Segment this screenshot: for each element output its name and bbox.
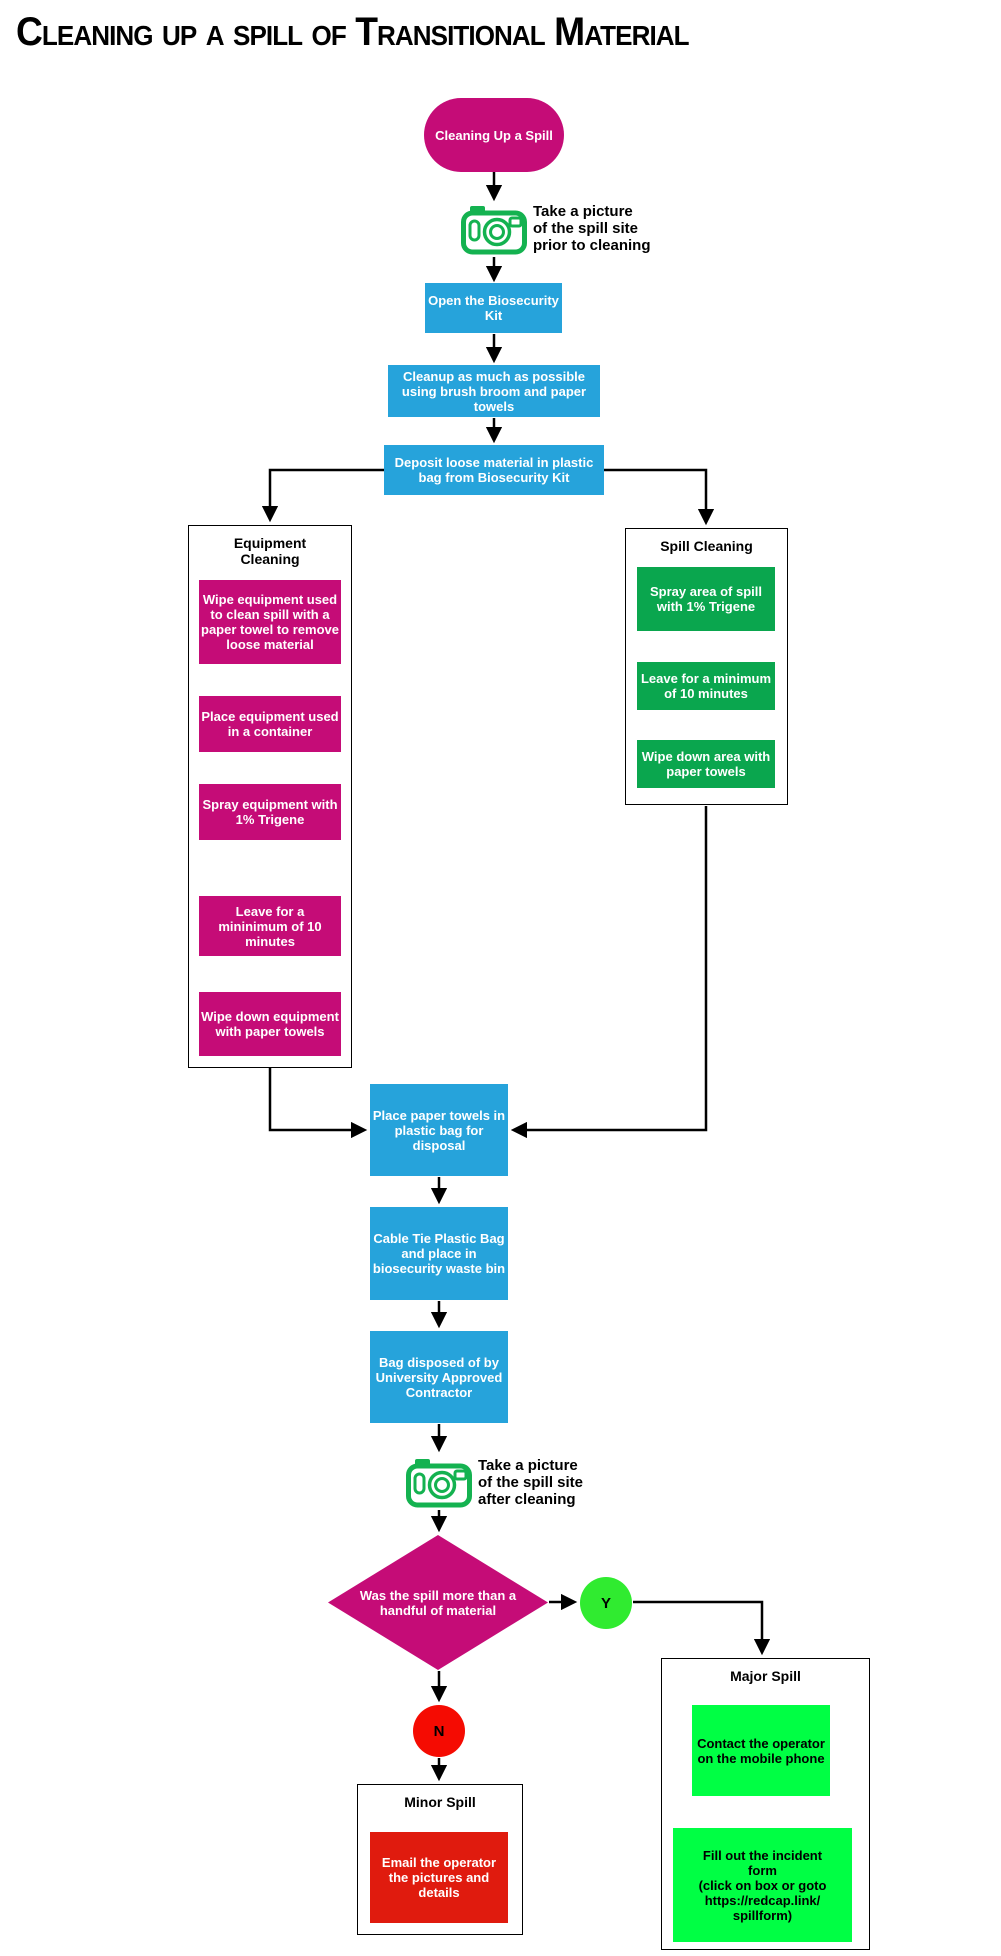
page-title: Cleaning up a spill of Transitional Mate… xyxy=(16,10,690,54)
no-badge: N xyxy=(413,1705,465,1757)
minor-spill-title: Minor Spill xyxy=(404,1794,476,1810)
step-open-kit: Open the Biosecurity Kit xyxy=(425,283,562,333)
spill-step-2: Leave for a minimum of 10 minutes xyxy=(637,662,775,710)
incident-form-link[interactable]: Fill out the incident form (click on box… xyxy=(673,1828,852,1942)
equipment-step-5: Wipe down equipment with paper towels xyxy=(199,992,341,1056)
equipment-step-2: Place equipment used in a container xyxy=(199,696,341,752)
step-cable-tie: Cable Tie Plastic Bag and place in biose… xyxy=(370,1207,508,1300)
equipment-cleaning-title: Equipment Cleaning xyxy=(233,535,307,567)
step-cleanup: Cleanup as much as possible using brush … xyxy=(388,365,600,417)
spill-cleaning-title: Spill Cleaning xyxy=(660,538,753,554)
equipment-step-1: Wipe equipment used to clean spill with … xyxy=(199,580,341,664)
equipment-step-4: Leave for a mininimum of 10 minutes xyxy=(199,896,341,956)
camera-icon xyxy=(406,1459,472,1508)
camera-icon xyxy=(461,206,527,255)
major-step-contact: Contact the operator on the mobile phone xyxy=(692,1705,830,1796)
spill-step-3: Wipe down area with paper towels xyxy=(637,740,775,788)
step-place-towels: Place paper towels in plastic bag for di… xyxy=(370,1084,508,1176)
connector-yes-to-major xyxy=(633,1600,771,1656)
start-node: Cleaning Up a Spill xyxy=(424,98,564,172)
connector-equipment-to-merge xyxy=(268,1068,368,1139)
photo-after-label: Take a picture of the spill site after c… xyxy=(478,1457,584,1508)
step-deposit: Deposit loose material in plastic bag fr… xyxy=(384,445,604,495)
connector-deposit-to-spill xyxy=(604,468,715,526)
spill-step-1: Spray area of spill with 1% Trigene xyxy=(637,567,775,631)
photo-before-label: Take a picture of the spill site prior t… xyxy=(533,203,651,254)
yes-badge: Y xyxy=(580,1577,632,1629)
minor-step-email: Email the operator the pictures and deta… xyxy=(370,1832,508,1923)
connector-deposit-to-equipment xyxy=(261,468,384,523)
equipment-step-3: Spray equipment with 1% Trigene xyxy=(199,784,341,840)
connector-spill-to-merge xyxy=(510,806,708,1139)
major-spill-title: Major Spill xyxy=(730,1668,801,1684)
step-bag-disposed: Bag disposed of by University Approved C… xyxy=(370,1331,508,1423)
